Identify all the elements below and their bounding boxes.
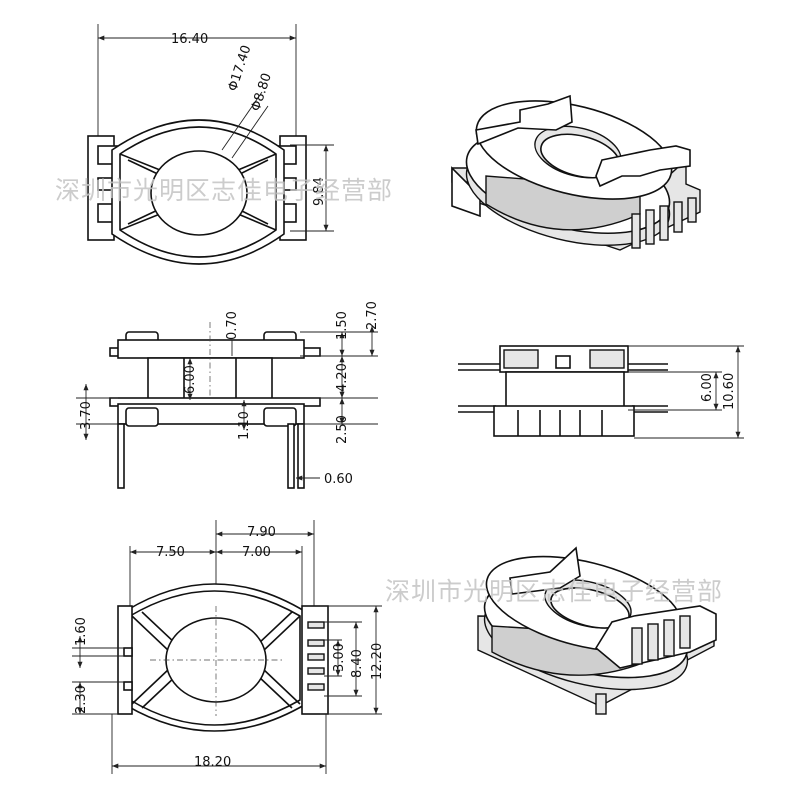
right-half-label: 7.90 [247,525,276,540]
end-total-height-label: 10.60 [722,373,737,410]
isometric-view-bottom [477,546,717,715]
watermark-1: 深圳市光明区志佳电子经营部 [55,176,393,205]
base-gap-label: 1.10 [237,411,252,440]
pin-diameter-label: 0.60 [324,472,353,487]
edge-offset-label: 2.30 [74,685,89,714]
right-offset-label: 7.00 [242,545,271,560]
left-offset-label: 7.50 [156,545,185,560]
gap-label: 0.70 [225,311,240,340]
isometric-view-top [451,94,701,251]
flange-height-label: 1.50 [335,311,350,340]
pin-span-a-label: 3.00 [332,643,347,672]
end-view [458,345,744,439]
inner-diameter-label: Φ8.80 [249,71,275,113]
end-core-label: 6.00 [700,373,715,402]
total-width-label: 18.20 [194,755,231,770]
top-width-dim: 16.40 [171,32,208,47]
top-height-label: 2.70 [365,301,380,330]
body-height-label: 4.20 [335,363,350,392]
bottom-view [72,520,382,774]
side-view [76,322,378,489]
left-height-label: 3.70 [79,401,94,430]
pin-stand-label: 2.50 [335,415,350,444]
pin-span-label: 9.84 [312,177,327,206]
top-view [87,24,334,265]
outer-diameter-label: Φ17.40 [226,43,255,93]
core-label: 6.00 [183,365,198,394]
pin-span-b-label: 8.40 [350,649,365,678]
watermark-2: 深圳市光明区志佳电子经营部 [385,577,723,606]
pin-span-c-label: 12.20 [370,643,385,680]
pin-pitch-label: 1.60 [74,617,89,646]
